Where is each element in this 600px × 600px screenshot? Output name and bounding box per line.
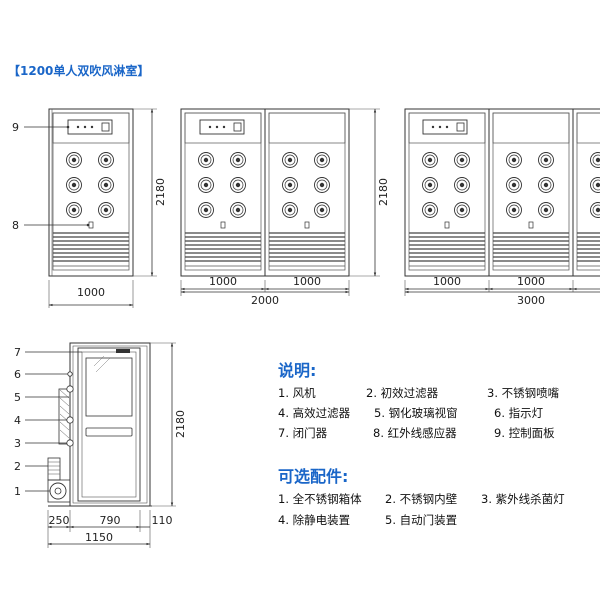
dim-side-a: 250 [49, 514, 70, 527]
description-item: 1. 风机 [278, 386, 316, 400]
dim-side-c: 110 [152, 514, 173, 527]
dim-height-front-2: 2180 [377, 178, 390, 206]
description-item: 3. 不锈钢喷嘴 [487, 386, 560, 400]
description-heading: 说明: [278, 361, 317, 380]
callout-4: 4 [14, 414, 21, 427]
control-panel [422, 119, 468, 135]
front-view-double [0, 0, 380, 296]
callout-3: 3 [14, 437, 21, 450]
callout-2: 2 [14, 460, 21, 473]
options-heading: 可选配件: [278, 467, 349, 486]
side-view [25, 342, 176, 548]
callout-1: 1 [14, 485, 21, 498]
front-view-single [24, 109, 157, 308]
description-item: 5. 钢化玻璃视窗 [374, 406, 458, 420]
dim-side-total: 1150 [85, 531, 113, 544]
dim-side-b: 790 [100, 514, 121, 527]
option-item: 2. 不锈钢内壁 [385, 492, 458, 506]
option-item: 3. 紫外线杀菌灯 [481, 492, 565, 506]
control-panel [67, 119, 113, 135]
dim-width-triple-b: 1000 [517, 275, 545, 288]
description-item: 6. 指示灯 [494, 406, 544, 420]
description-item: 8. 红外线感应器 [373, 426, 457, 440]
dim-width-triple-total: 3000 [517, 294, 545, 307]
callout-7: 7 [14, 346, 21, 359]
callout-6: 6 [14, 368, 21, 381]
dim-width-single: 1000 [77, 286, 105, 299]
description-item: 7. 闭门器 [278, 426, 328, 440]
dim-width-double-total: 2000 [251, 294, 279, 307]
dim-height-side: 2180 [174, 410, 187, 438]
dim-width-double-a: 1000 [209, 275, 237, 288]
description-item: 4. 高效过滤器 [278, 406, 351, 420]
callout-5: 5 [14, 391, 21, 404]
option-item: 4. 除静电装置 [278, 513, 351, 527]
dim-width-triple-a: 1000 [433, 275, 461, 288]
dim-width-double-b: 1000 [293, 275, 321, 288]
control-panel [199, 119, 245, 135]
callout-9: 9 [12, 121, 19, 134]
description-item: 2. 初效过滤器 [366, 386, 439, 400]
option-item: 1. 全不锈钢箱体 [278, 492, 362, 506]
page-title: 【1200单人双吹风淋室】 [8, 64, 150, 78]
callout-8: 8 [12, 219, 19, 232]
description-item: 9. 控制面板 [494, 426, 555, 440]
dim-height-front-1: 2180 [154, 178, 167, 206]
front-view-triple [405, 109, 600, 296]
option-item: 5. 自动门装置 [385, 513, 458, 527]
